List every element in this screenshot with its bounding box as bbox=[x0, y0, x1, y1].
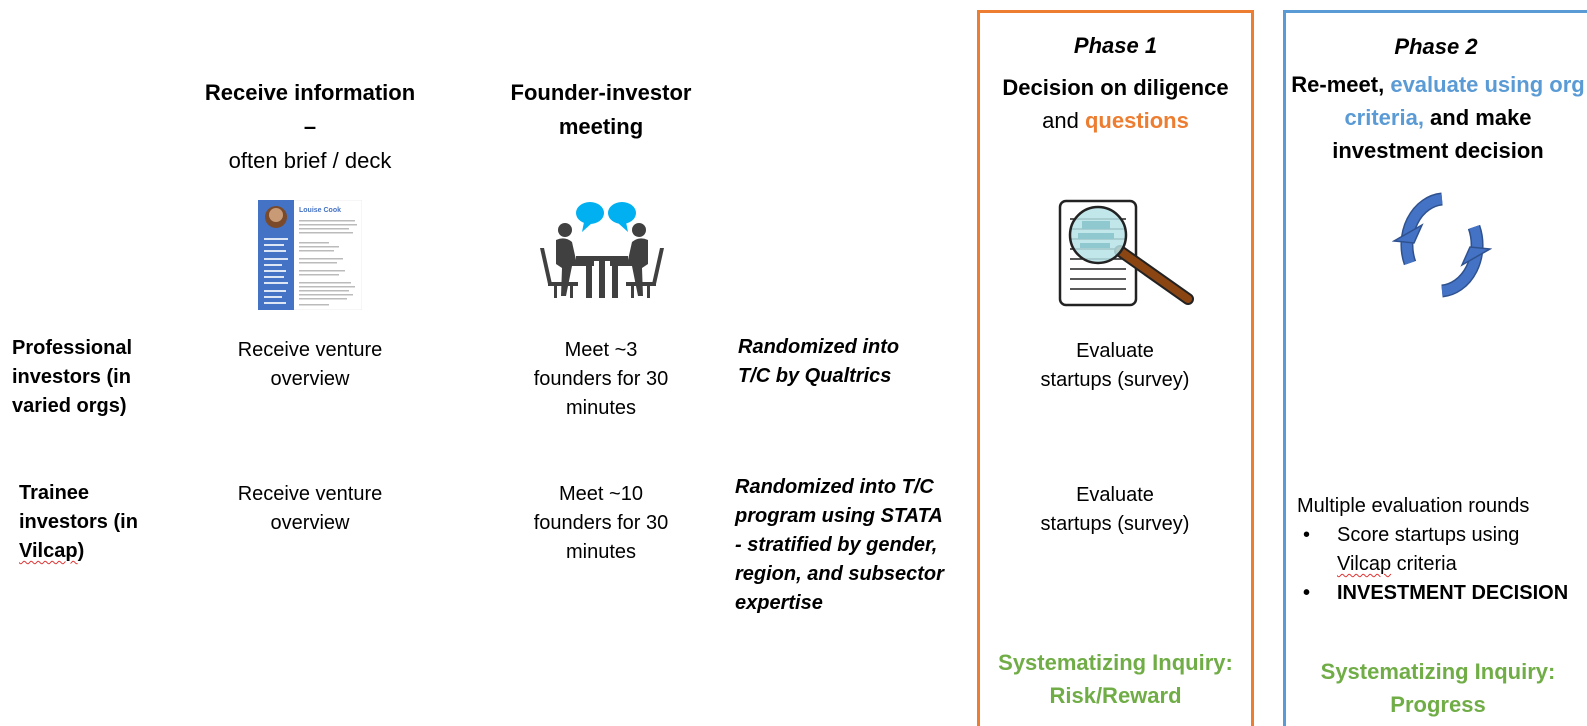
phase2-trainee-block: Multiple evaluation rounds Score startup… bbox=[1297, 492, 1587, 608]
professional-randomized: Randomized into T/C by Qualtrics bbox=[738, 336, 900, 387]
meeting-people-icon bbox=[536, 198, 668, 302]
phase1-title-and: and bbox=[1042, 108, 1085, 133]
meeting-header: Founder-investor meeting bbox=[510, 80, 692, 139]
phase2-heading: Phase 2 bbox=[1394, 34, 1478, 59]
trainee-meet: Meet ~10 founders for 30 minutes bbox=[533, 483, 669, 563]
phase1-box: Phase 1 Decision on diligence and questi… bbox=[977, 10, 1254, 726]
phase2-bullet-score-end: criteria bbox=[1391, 553, 1457, 575]
trainee-label-end: ) bbox=[77, 540, 85, 562]
phase1-title-line2: and questions bbox=[980, 104, 1251, 137]
phase2-bullet-decision: INVESTMENT DECISION bbox=[1297, 579, 1587, 608]
professional-meet: Meet ~3 founders for 30 minutes bbox=[533, 339, 669, 419]
phase2-title-start: Re-meet, bbox=[1291, 72, 1391, 97]
trainee-randomized: Randomized into T/C program using STATA … bbox=[735, 476, 944, 614]
cycle-arrows-icon bbox=[1391, 191, 1493, 299]
phase2-title: Re-meet, evaluate using org criteria, an… bbox=[1286, 68, 1587, 167]
receive-info-header: Receive information – often brief / deck bbox=[196, 76, 424, 178]
trainee-label-start: Trainee investors (in bbox=[19, 482, 138, 533]
resume-document-icon: Louise Cook bbox=[257, 199, 363, 311]
receive-info-title: Receive information – bbox=[204, 80, 416, 139]
phase2-title-end: and make investment decision bbox=[1332, 105, 1544, 163]
row-label-trainee: Trainee investors (in Vilcap) bbox=[19, 479, 155, 566]
phase2-bullet-score-vilcap: Vilcap bbox=[1337, 553, 1392, 575]
receive-info-subtitle: often brief / deck bbox=[228, 148, 392, 173]
trainee-label-vilcap: Vilcap bbox=[19, 540, 78, 562]
trainee-receive: Receive venture overview bbox=[237, 483, 383, 534]
phase1-trainee-evaluate: Evaluate startups (survey) bbox=[1040, 484, 1190, 535]
magnifying-glass-document-icon bbox=[1058, 199, 1198, 311]
phase2-footer: Systematizing Inquiry: Progress bbox=[1320, 659, 1556, 717]
phase2-rounds-text: Multiple evaluation rounds bbox=[1297, 495, 1530, 517]
phase1-footer: Systematizing Inquiry: Risk/Reward bbox=[998, 650, 1233, 708]
resume-name: Louise Cook bbox=[299, 207, 341, 214]
phase2-bullet-list: Score startups using Vilcap criteria INV… bbox=[1297, 521, 1587, 608]
row-label-professional: Professional investors (in varied orgs) bbox=[12, 337, 133, 417]
phase1-professional-evaluate: Evaluate startups (survey) bbox=[1040, 340, 1190, 391]
phase1-heading: Phase 1 bbox=[1073, 33, 1158, 58]
phase2-title-highlight: evaluate using org criteria, bbox=[1344, 72, 1585, 130]
phase2-bullet-score: Score startups using Vilcap criteria bbox=[1297, 521, 1557, 579]
phase1-title-bold: Decision on diligence bbox=[1002, 75, 1229, 100]
phase2-box: Phase 2 Re-meet, evaluate using org crit… bbox=[1283, 10, 1587, 726]
professional-receive: Receive venture overview bbox=[237, 339, 383, 390]
phase2-bullet-score-start: Score startups using bbox=[1337, 524, 1520, 546]
phase1-title: Decision on diligence and questions bbox=[980, 71, 1251, 137]
phase1-title-questions: questions bbox=[1084, 108, 1189, 133]
